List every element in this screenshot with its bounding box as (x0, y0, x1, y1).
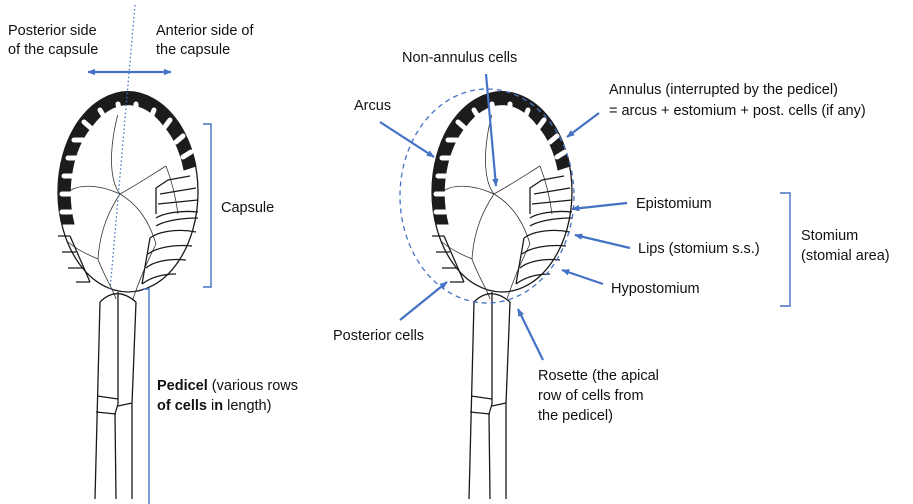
capsule-bracket (203, 124, 211, 287)
hypostomium-label: Hypostomium (611, 281, 700, 297)
non-annulus-arrow (486, 74, 496, 186)
arcus-label: Arcus (354, 98, 391, 114)
arcus-arrow (380, 122, 434, 157)
lips-label: Lips (stomium s.s.) (638, 241, 760, 257)
epistomium-arrow (572, 203, 627, 209)
pedicel-bracket (143, 289, 149, 504)
posterior-cells-arrow (400, 282, 447, 320)
epistomium-label: Epistomium (636, 196, 712, 212)
non-annulus-cells-label: Non-annulus cells (402, 50, 517, 66)
annulus-label: Annulus (interrupted by the pedicel)= ar… (609, 82, 866, 119)
rosette-arrow (518, 309, 543, 360)
stomium-label: Stomium(stomial area) (801, 228, 890, 264)
stomium-bracket (780, 193, 790, 306)
right-diagram: Non-annulus cells Arcus Annulus (interru… (333, 50, 890, 499)
annulus-arrow (567, 113, 599, 137)
capsule-label: Capsule (221, 200, 274, 216)
hypostomium-arrow (562, 270, 603, 284)
posterior-cells-label: Posterior cells (333, 328, 424, 344)
sporangium-drawing-right (432, 92, 572, 499)
dotted-axis-line (110, 5, 135, 290)
lips-arrow (575, 235, 630, 248)
sporangium-drawing-left (58, 92, 198, 499)
